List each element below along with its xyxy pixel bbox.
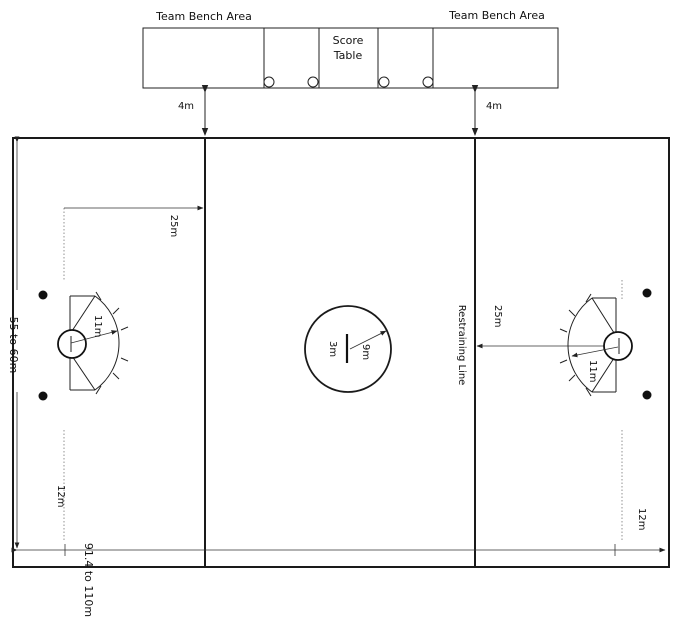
arc-radius-arrow xyxy=(70,330,118,344)
arc-radius-label: 11m xyxy=(92,315,103,337)
center-radius-arrow xyxy=(349,330,387,350)
goal-to-endline-label: 12m xyxy=(636,508,647,530)
goal-post-marker xyxy=(642,288,652,298)
goal-post-marker xyxy=(642,390,652,400)
gap-label: 4m xyxy=(178,101,194,112)
score-table-label: Table xyxy=(333,49,363,62)
goal-post-marker xyxy=(38,391,48,401)
team-bench-label-left: Team Bench Area xyxy=(155,10,252,23)
field-boundary xyxy=(12,137,670,568)
goal-crease xyxy=(57,329,87,359)
left-goal-area: 25m 11m 12m xyxy=(38,205,204,540)
bench-marker xyxy=(263,76,275,88)
goal-area-line xyxy=(69,295,96,391)
score-table-label: Score xyxy=(333,34,364,47)
goal-crease xyxy=(603,331,633,361)
bench-marker xyxy=(307,76,319,88)
goal-to-endline-label: 12m xyxy=(55,485,66,507)
goal-post-marker xyxy=(38,290,48,300)
center-area: 9m 3m xyxy=(304,305,392,393)
field-width-dimension: 55 to 60m xyxy=(7,136,20,549)
field-length-dimension: 91.4 to 110m xyxy=(11,543,666,617)
restraining-distance-label: 25m xyxy=(492,305,503,327)
arc-radius-arrow xyxy=(571,346,619,358)
goal-arc xyxy=(567,297,593,393)
team-bench-label-right: Team Bench Area xyxy=(448,9,545,22)
bench-gap-left: 4m xyxy=(178,85,209,136)
gap-label: 4m xyxy=(486,101,502,112)
bench-area-outline xyxy=(142,27,559,89)
bench-marker xyxy=(378,76,390,88)
goal-area-line xyxy=(591,297,617,393)
center-line-label: 3m xyxy=(327,341,338,357)
goal-arc xyxy=(94,295,120,391)
center-circle xyxy=(304,305,392,393)
arc-radius-label: 11m xyxy=(587,360,598,382)
right-goal-area: 25m 11m 12m xyxy=(476,280,652,540)
restraining-line-label: Restraining Line xyxy=(456,305,467,386)
bench-gap-right: 4m xyxy=(471,85,502,136)
bench-area: Team Bench Area Team Bench Area Score Ta… xyxy=(142,9,559,89)
center-radius-label: 9m xyxy=(360,344,371,360)
field-width-label: 55 to 60m xyxy=(7,317,20,374)
restraining-distance-label: 25m xyxy=(168,215,179,237)
field-length-label: 91.4 to 110m xyxy=(82,543,95,617)
bench-marker xyxy=(422,76,434,88)
